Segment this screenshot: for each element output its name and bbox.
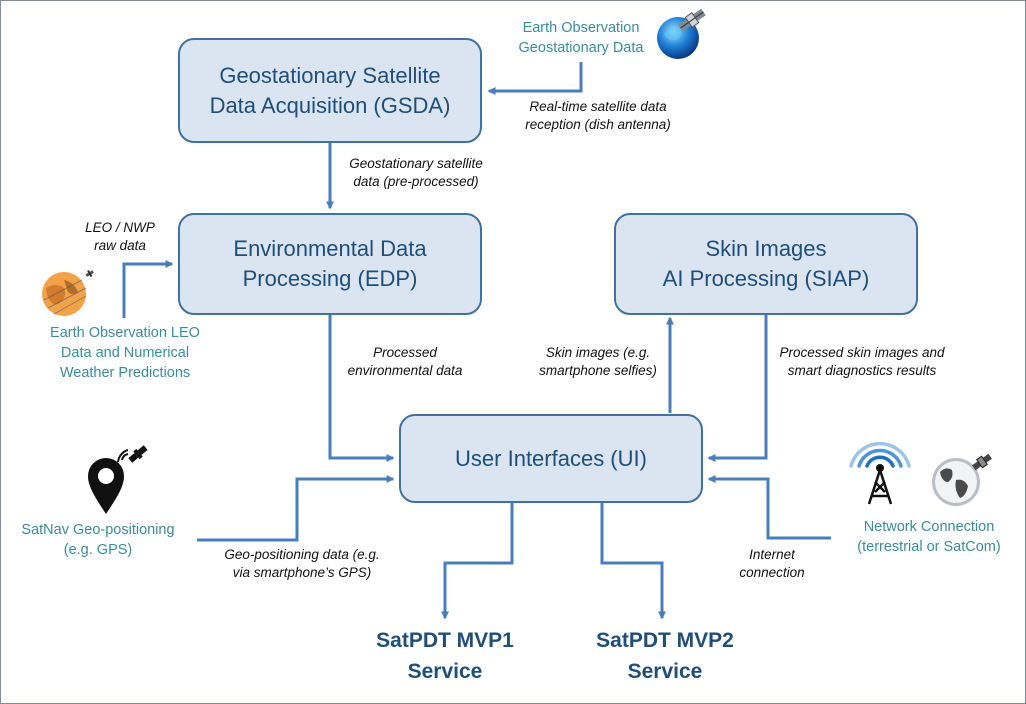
service-mvp2-line1: SatPDT MVP2	[596, 629, 734, 652]
edge-label-leo-raw: LEO / NWP raw data	[70, 219, 170, 255]
arrow-geo-to-gsda	[487, 62, 583, 95]
edge-label-geosat: Geostationary satellite data (pre-proces…	[336, 155, 496, 191]
edge-label-geopos: Geo-positioning data (e.g. via smartphon…	[212, 546, 392, 582]
ui-box: User Interfaces (UI)	[399, 414, 703, 503]
source-satnav-line2: (e.g. GPS)	[63, 542, 133, 558]
edge-label-processed-env-line2: environmental data	[347, 363, 463, 378]
source-leo-line1: Earth Observation LEO	[50, 325, 200, 341]
source-network-label: Network Connection (terrestrial or SatCo…	[836, 517, 1022, 557]
edge-label-skin-images-line2: smartphone selfies)	[539, 363, 657, 378]
gsda-box: Geostationary Satellite Data Acquisition…	[178, 38, 482, 143]
gsda-title-line2: Data Acquisition (GSDA)	[209, 92, 451, 118]
service-mvp1-line2: Service	[407, 660, 483, 683]
edp-title-line2: Processing (EDP)	[242, 266, 418, 291]
arrow-ui-to-mvp2	[600, 503, 666, 620]
siap-title-line2: AI Processing (SIAP)	[662, 266, 870, 291]
orbit-earth-icon	[42, 270, 94, 316]
edge-label-processed-skin-line2: smart diagnostics results	[787, 363, 937, 378]
edge-label-processed-env: Processed environmental data	[335, 344, 475, 380]
source-geo-line2: Geostationary Data	[518, 40, 644, 56]
arrow-network-to-ui	[707, 475, 831, 540]
edge-label-geosat-line1: Geostationary satellite	[349, 156, 483, 171]
source-network-line2: (terrestrial or SatCom)	[857, 539, 1001, 555]
edge-label-realtime-line1: Real-time satellite data	[529, 99, 667, 114]
map-pin-satellite-icon	[88, 445, 148, 514]
edge-label-internet-line2: connection	[739, 565, 805, 580]
edge-label-processed-skin: Processed skin images and smart diagnost…	[768, 344, 956, 380]
antenna-tower-icon	[849, 441, 911, 505]
siap-box: Skin Images AI Processing (SIAP)	[614, 213, 918, 315]
source-satnav-line1: SatNav Geo-positioning	[21, 522, 175, 538]
edge-label-skin-images: Skin images (e.g. smartphone selfies)	[530, 344, 666, 380]
edge-label-geopos-line1: Geo-positioning data (e.g.	[224, 547, 380, 562]
gsda-title-line1: Geostationary Satellite	[219, 62, 441, 88]
satellite-globe-icon	[657, 8, 706, 59]
edp-box: Environmental Data Processing (EDP)	[178, 213, 482, 315]
ui-title: User Interfaces (UI)	[455, 445, 647, 471]
arrow-edp-to-ui	[328, 315, 395, 462]
edge-label-leo-raw-line1: LEO / NWP	[85, 220, 155, 235]
edge-label-geopos-line2: via smartphone’s GPS)	[232, 565, 372, 580]
edge-label-processed-skin-line1: Processed skin images and	[779, 345, 945, 360]
edge-label-leo-raw-line2: raw data	[94, 238, 146, 253]
source-network-line1: Network Connection	[863, 519, 995, 535]
service-mvp1-line1: SatPDT MVP1	[376, 629, 514, 652]
satellite-earth-icon	[932, 453, 992, 506]
edge-label-geosat-line2: data (pre-processed)	[353, 174, 479, 189]
edge-label-realtime-line2: reception (dish antenna)	[525, 117, 671, 132]
arrow-satnav-to-ui	[197, 475, 395, 542]
source-leo-line3: Weather Predictions	[59, 365, 191, 381]
arrow-ui-to-mvp1	[441, 503, 514, 620]
edge-label-processed-env-line1: Processed	[373, 345, 437, 360]
service-mvp2-line2: Service	[627, 660, 703, 683]
service-mvp2: SatPDT MVP2 Service	[575, 625, 755, 687]
source-leo-label: Earth Observation LEO Data and Numerical…	[30, 323, 220, 383]
arrow-leo-to-edp	[122, 260, 174, 318]
edge-label-internet: Internet connection	[724, 546, 820, 582]
source-satnav-label: SatNav Geo-positioning (e.g. GPS)	[8, 520, 188, 560]
source-geo-label: Earth Observation Geostationary Data	[496, 18, 666, 58]
source-leo-line2: Data and Numerical	[60, 345, 190, 361]
service-mvp1: SatPDT MVP1 Service	[355, 625, 535, 687]
edge-label-internet-line1: Internet	[749, 547, 795, 562]
source-geo-line1: Earth Observation	[522, 20, 640, 36]
edp-title-line1: Environmental Data	[233, 236, 427, 261]
edge-label-realtime: Real-time satellite data reception (dish…	[508, 98, 688, 134]
arrow-siap-to-ui	[707, 315, 768, 462]
edge-label-skin-images-line1: Skin images (e.g.	[545, 345, 651, 360]
siap-title-line1: Skin Images	[705, 236, 827, 261]
